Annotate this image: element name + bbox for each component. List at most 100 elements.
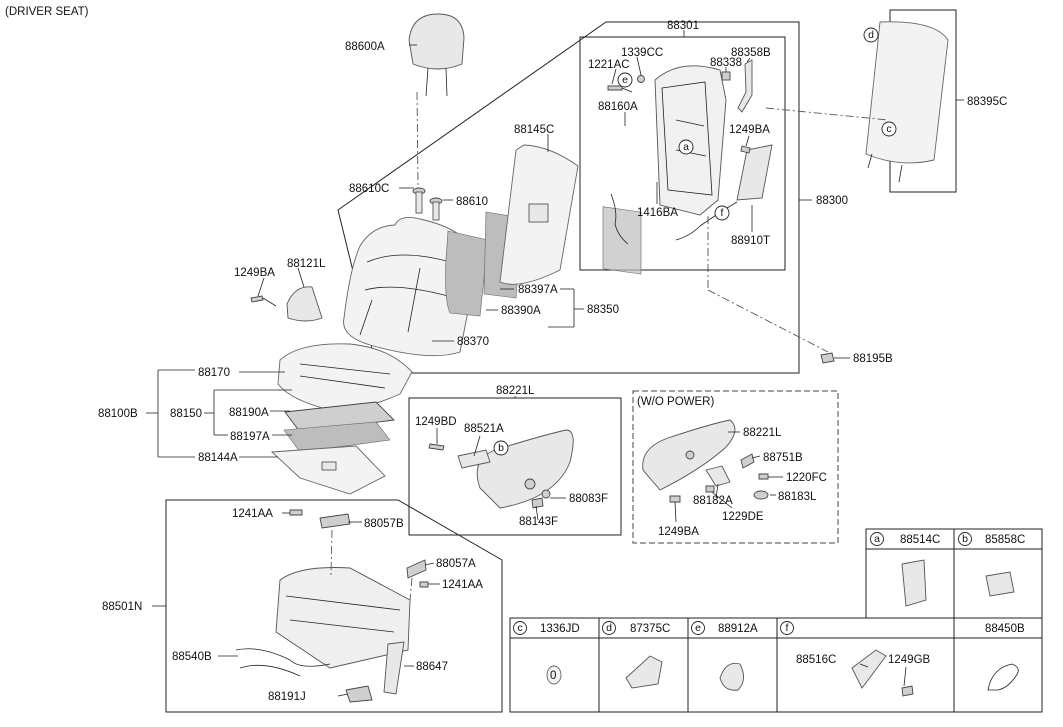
legend-bottom-88450B: 88450B [985, 623, 1025, 635]
cushion-heater-illustration [284, 401, 395, 433]
svg-text:87375C: 87375C [630, 623, 670, 635]
callout-f: f [714, 205, 730, 221]
legend-a-illustration [901, 559, 927, 607]
label-88610: 88610 [456, 196, 488, 208]
frame-fasteners-illustration [607, 75, 751, 154]
callout-e: e [617, 72, 633, 88]
legend-bottom-f: f 88516C 1249GB [780, 621, 931, 666]
svg-text:f: f [721, 207, 724, 219]
cushion-board-illustration [270, 445, 386, 495]
diagram-title: (DRIVER SEAT) [5, 6, 89, 18]
label-88183L: 88183L [778, 491, 817, 503]
label-88600A: 88600A [345, 41, 385, 53]
lumbar-support-illustration [602, 193, 642, 275]
svg-text:85858C: 85858C [985, 534, 1025, 546]
label-1241AA-right: 1241AA [442, 579, 483, 591]
label-88195B: 88195B [853, 353, 893, 365]
svg-text:a: a [874, 533, 880, 545]
label-88150: 88150 [170, 408, 202, 420]
legend-c-glyph: 0 [550, 670, 556, 682]
callout-a: a [678, 139, 694, 155]
label-88397A: 88397A [518, 284, 558, 296]
label-88350: 88350 [587, 304, 619, 316]
seatback-frame-illustration [654, 65, 727, 216]
label-88221L: 88221L [496, 385, 535, 397]
label-1249BA-wo-power: 1249BA [658, 526, 699, 538]
recliner-cover-illustration [250, 286, 323, 322]
backboard-88395C-illustration [865, 21, 949, 183]
svg-text:b: b [962, 533, 968, 545]
legend-bottom-c: c 1336JD 0 [513, 621, 580, 682]
label-88521A: 88521A [464, 423, 504, 435]
label-88057A: 88057A [436, 558, 476, 570]
part-number-labels: 88600A 88610C 88610 88145C 88301 1339CC … [98, 20, 1007, 703]
frame-subassembly-box [579, 36, 786, 271]
label-88751B: 88751B [763, 452, 803, 464]
label-88182A: 88182A [693, 495, 733, 507]
cushion-cover-illustration [277, 343, 413, 411]
label-88100B: 88100B [98, 408, 138, 420]
label-88145C: 88145C [514, 124, 554, 136]
backboard-guide-line [765, 107, 889, 121]
label-88501N: 88501N [102, 601, 142, 613]
bracket-illustration [737, 59, 753, 113]
svg-text:f: f [786, 622, 789, 634]
track-guide-line-1 [330, 529, 333, 576]
headrest-guide-illustration [412, 187, 443, 221]
clip-88338-illustration [721, 71, 731, 81]
label-88358B: 88358B [731, 47, 771, 59]
legend-b-illustration [985, 571, 1015, 597]
label-88395C: 88395C [967, 96, 1007, 108]
label-88647: 88647 [416, 661, 448, 673]
legend-e-illustration [719, 662, 744, 691]
label-88390A: 88390A [501, 305, 541, 317]
label-1249BD: 1249BD [415, 416, 457, 428]
label-1249BA-top: 1249BA [729, 124, 770, 136]
svg-text:88912A: 88912A [718, 623, 758, 635]
svg-text:c: c [886, 123, 891, 135]
label-88197A: 88197A [230, 431, 270, 443]
back-panel-illustration [499, 144, 579, 285]
svg-text:b: b [498, 442, 504, 454]
svg-text:e: e [622, 74, 628, 86]
cushion-pad-illustration [283, 421, 391, 453]
callout-b: b [493, 440, 509, 456]
seat-track-illustration [235, 509, 429, 703]
seat-track-boundary [165, 499, 503, 713]
legend-c-illustration [546, 665, 562, 685]
label-88160A: 88160A [598, 101, 638, 113]
legend-bottom-d: d 87375C [602, 621, 670, 635]
label-1339CC: 1339CC [621, 47, 663, 59]
svg-text:1336JD: 1336JD [540, 623, 580, 635]
label-88300: 88300 [816, 195, 848, 207]
label-88057B: 88057B [364, 518, 404, 530]
legend-bottom-e: e 88912A [691, 621, 758, 635]
leader-lines [146, 30, 964, 697]
headrest-illustration [408, 13, 465, 97]
label-88083F: 88083F [569, 493, 608, 505]
label-88170: 88170 [198, 367, 230, 379]
callout-c: c [881, 121, 897, 137]
label-1229DE: 1229DE [722, 511, 764, 523]
legend-bottom-box [509, 617, 1043, 713]
label-88191J: 88191J [268, 691, 306, 703]
label-88610C: 88610C [349, 183, 389, 195]
callout-d: d [863, 27, 879, 43]
label-1221AC: 1221AC [588, 59, 630, 71]
label-88144A: 88144A [198, 452, 238, 464]
svg-text:88450B: 88450B [985, 623, 1025, 635]
track-guide-line-2 [409, 577, 413, 601]
label-88190A: 88190A [229, 407, 269, 419]
label-88143F: 88143F [519, 516, 558, 528]
label-1249BA-left: 1249BA [234, 267, 275, 279]
legend-top-b: b 85858C [958, 532, 1025, 546]
label-88338: 88338 [710, 57, 742, 69]
legend-88450B-illustration [987, 663, 1019, 691]
svg-text:e: e [695, 622, 701, 634]
airbag-guide-line-2 [707, 289, 829, 353]
svg-text:c: c [517, 622, 522, 634]
wo-power-box [632, 390, 839, 544]
wo-power-heading: (W/O POWER) [637, 396, 714, 408]
label-1220FC: 1220FC [786, 472, 827, 484]
